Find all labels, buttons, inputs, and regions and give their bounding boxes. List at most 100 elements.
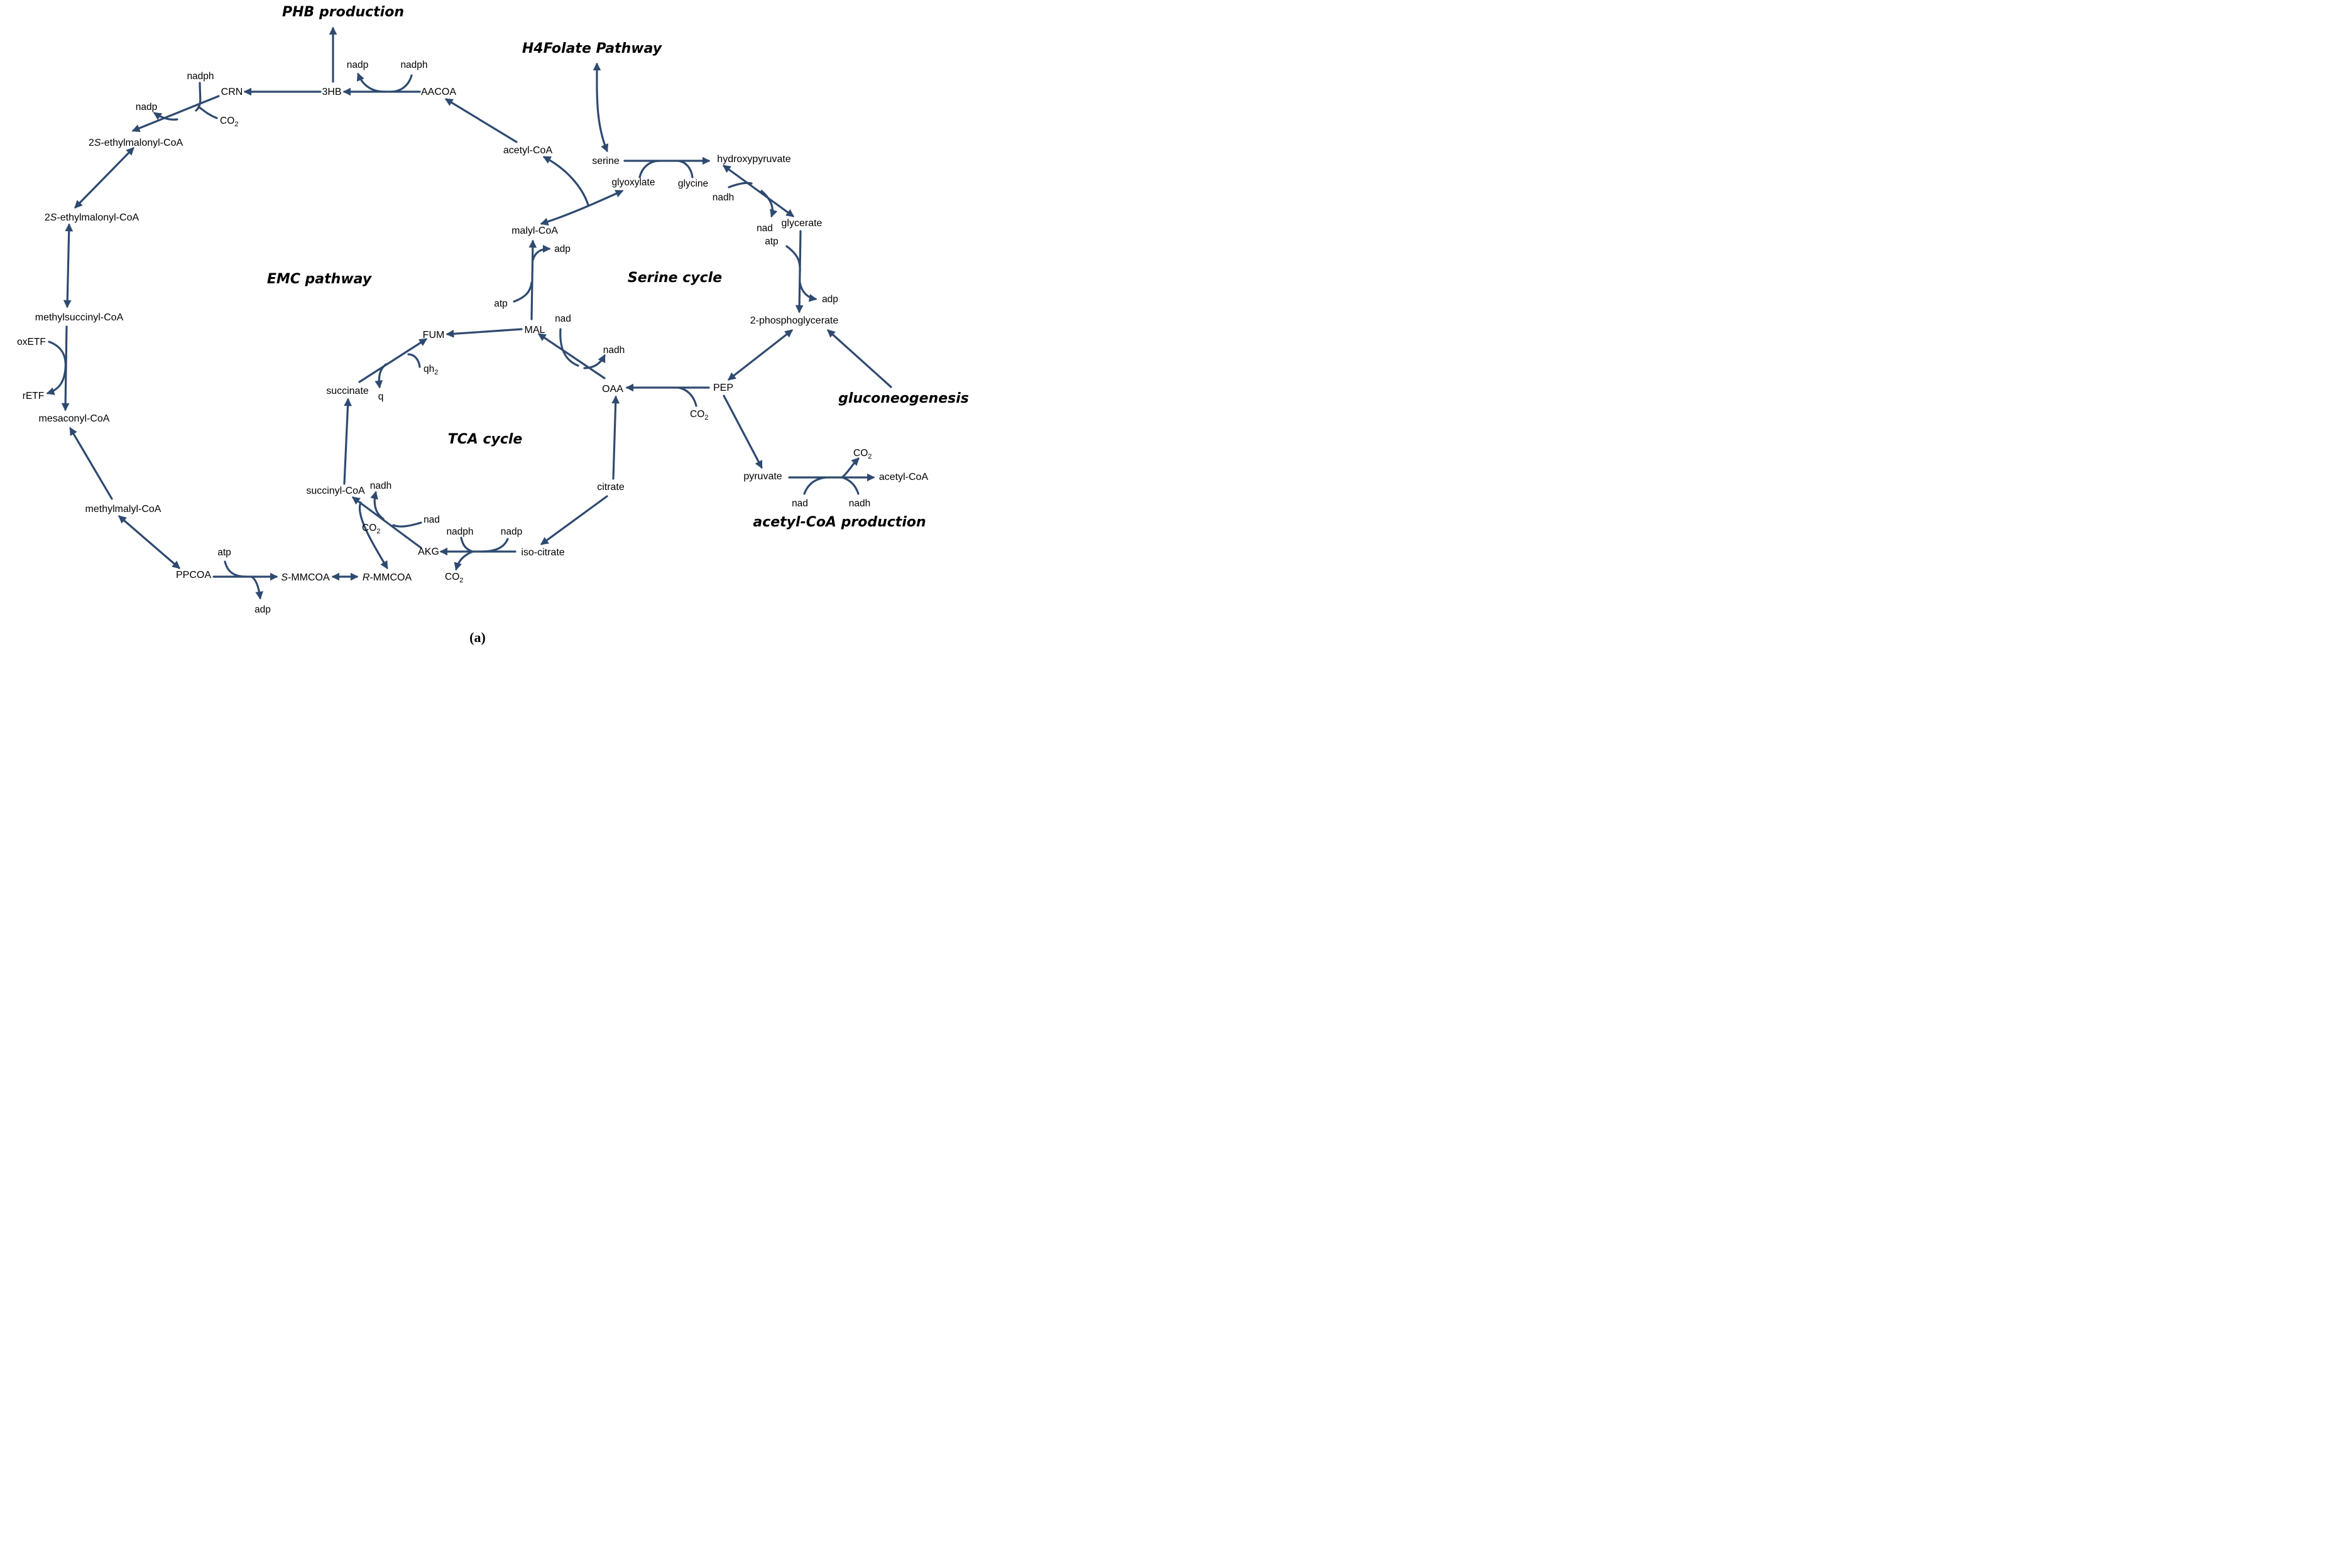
arrow-acetylcoa-to-aacoa xyxy=(444,98,518,143)
arrow-pg-to-pep xyxy=(727,329,794,381)
arrow-nadh-out-akg xyxy=(370,491,385,520)
arrow-akg-to-succinylcoa xyxy=(351,496,422,549)
arrow-ethylmalonyl-pair xyxy=(74,147,134,209)
metabolite-ethylmalonyl-coa-lower: 2S-ethylmalonyl-CoA xyxy=(45,212,139,223)
arrow-nadph-out-akg xyxy=(460,536,474,553)
arrow-nad-into-pyruvate xyxy=(803,476,827,495)
metabolite-glycerate: glycerate xyxy=(782,218,823,229)
pathway-label-h4folate: H4Folate Pathway xyxy=(522,41,663,57)
arrow-rmmcoa-to-succinylcoa xyxy=(358,501,388,570)
cofactor-qh2: qh2 xyxy=(424,364,438,376)
arrow-nadph-into-crn xyxy=(195,82,202,112)
arrow-co2-out-pyruvate xyxy=(841,457,860,479)
metabolite-hydroxypyruvate: hydroxypyruvate xyxy=(717,154,790,165)
arrow-adp-out-glycerate xyxy=(799,281,817,302)
metabolite-aacoa: AACOA xyxy=(421,87,456,97)
arrow-isocitrate-to-citrate xyxy=(540,495,608,545)
cofactor-nad-oaa: nad xyxy=(555,313,571,324)
metabolite-r-mmcoa: R-MMCOA xyxy=(363,572,412,583)
pathway-label-emc: EMC pathway xyxy=(267,271,373,287)
arrow-citrate-to-oaa xyxy=(611,395,620,480)
arrow-acetylcoa-branch xyxy=(542,156,589,206)
arrow-hp-to-glycerate xyxy=(722,165,795,217)
arrow-nad-into-akg xyxy=(392,521,422,528)
metabolite-3hb: 3HB xyxy=(322,87,341,97)
arrow-nad-out-hp xyxy=(760,190,778,218)
panel-label: (a) xyxy=(469,629,486,645)
pathway-label-tca: TCA cycle xyxy=(448,432,523,447)
metabolite-iso-citrate: iso-citrate xyxy=(521,547,564,558)
arrow-crn-to-ethylmalonyl xyxy=(131,95,220,133)
cofactor-oxetf: oxETF xyxy=(17,337,46,347)
arrow-atp-into-glycerate xyxy=(785,245,801,273)
arrow-co2-into-pep xyxy=(677,386,697,407)
cofactor-atp-mal: atp xyxy=(494,298,508,309)
cofactor-nadph-akg: nadph xyxy=(446,526,473,537)
metabolite-acetyl-coa-product: acetyl-CoA xyxy=(879,472,929,482)
cofactor-nadh-hp: nadh xyxy=(713,192,734,203)
pathway-label-serine: Serine cycle xyxy=(628,270,722,286)
metabolite-pyruvate: pyruvate xyxy=(743,471,782,482)
metabolite-methylmalyl-coa: methylmalyl-CoA xyxy=(85,504,161,514)
metabolite-fum: FUM xyxy=(423,330,445,340)
arrow-pep-to-pyruvate xyxy=(723,395,763,469)
arrow-atp-into-ppcoa xyxy=(224,560,248,578)
arrow-mesaconyl-to-methylmalyl xyxy=(69,427,113,500)
arrow-q-branch xyxy=(375,363,387,389)
arrow-nadp-into-isocitrate xyxy=(480,538,509,553)
arrow-atp-branch-mal xyxy=(513,281,533,303)
cofactor-labels: nadp nadph nadph nadp CO2 oxETF rETF atp… xyxy=(17,60,872,615)
arrow-qh2-branch xyxy=(407,353,421,368)
cofactor-glyoxylate: glyoxylate xyxy=(612,177,655,188)
metabolite-mal: MAL xyxy=(525,325,545,335)
arrow-nadp-out-3hb xyxy=(356,72,386,93)
metabolite-oaa: OAA xyxy=(602,384,623,395)
cofactor-glycine: glycine xyxy=(678,178,708,189)
metabolite-labels: 3HB AACOA CRN 2S-ethylmalonyl-CoA 2S-eth… xyxy=(35,87,929,583)
metabolite-succinyl-coa: succinyl-CoA xyxy=(306,486,365,496)
cofactor-nadph-crn: nadph xyxy=(187,71,214,82)
reaction-arrows xyxy=(46,26,892,600)
arrow-fum-to-mal xyxy=(446,328,523,338)
cofactor-nadph-3hb: nadph xyxy=(400,60,427,70)
arrow-succinate-to-fum xyxy=(358,338,428,383)
arrow-h4folate-to-serine xyxy=(593,62,609,153)
arrow-glyoxylate-into-serine xyxy=(638,160,661,178)
cofactor-nadh-succinylcoa: nadh xyxy=(370,481,391,491)
cofactor-retf: rETF xyxy=(23,391,44,401)
cofactor-nad-pyruvate: nad xyxy=(792,498,808,509)
cofactor-adp-ppcoa: adp xyxy=(254,604,271,615)
cofactor-nadp-3hb: nadp xyxy=(347,60,368,70)
arrow-ethylmalonyl-to-methylsuccinyl xyxy=(63,223,74,308)
pathway-label-phb: PHB production xyxy=(282,4,404,20)
arrow-adp-branch-mal xyxy=(532,244,551,261)
metabolite-akg: AKG xyxy=(418,547,439,557)
cofactor-nad-hp: nad xyxy=(757,223,773,234)
cofactor-adp-glycerate: adp xyxy=(822,294,838,305)
cofactor-nad-succinylcoa: nad xyxy=(424,514,440,525)
arrow-nadh-into-hp xyxy=(728,182,753,188)
metabolite-pep: PEP xyxy=(713,383,733,393)
cofactor-co2-succinylcoa: CO2 xyxy=(362,523,380,535)
arrow-nadph-co2-out xyxy=(454,550,474,571)
arrow-glyoxylate-to-malylcoa xyxy=(540,190,624,226)
pathway-label-acetylcoa-production: acetyl-CoA production xyxy=(753,514,926,530)
cofactor-nadp-crn: nadp xyxy=(136,102,157,112)
arrow-nadph-into-3hb xyxy=(390,74,413,93)
arrow-methylmalyl-to-ppcoa xyxy=(118,515,180,569)
cofactor-co2-pep: CO2 xyxy=(690,409,708,422)
arrow-succinylcoa-to-succinate xyxy=(343,398,352,485)
arrow-nadh-out-oaa xyxy=(583,354,606,369)
arrow-glycine-out-serine xyxy=(677,160,694,178)
cofactor-atp-ppcoa: atp xyxy=(217,547,231,558)
arrow-oaa-to-mal xyxy=(537,333,606,379)
metabolite-s-mmcoa: S-MMCOA xyxy=(281,572,330,583)
cofactor-atp-glycerate: atp xyxy=(765,236,779,247)
metabolite-citrate: citrate xyxy=(597,482,625,493)
metabolite-serine: serine xyxy=(592,156,620,166)
cofactor-co2-crn: CO2 xyxy=(220,116,238,128)
metabolite-crn: CRN xyxy=(221,87,243,97)
cofactor-q: q xyxy=(378,391,384,402)
arrow-nad-into-oaa xyxy=(559,328,579,367)
arrow-adp-out-ppcoa xyxy=(250,575,264,600)
